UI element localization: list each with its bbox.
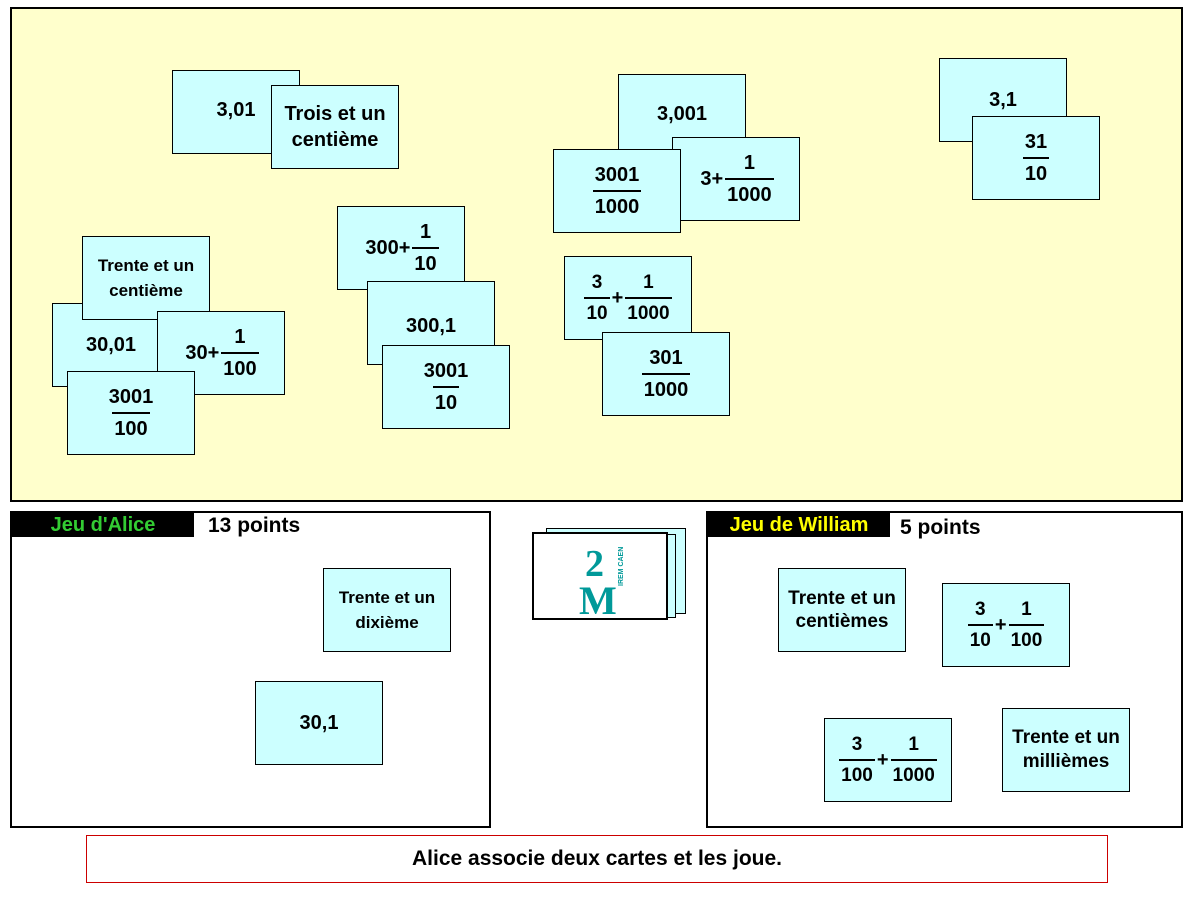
denominator: 10 — [1022, 156, 1050, 186]
card-label: 3,01 — [216, 99, 256, 121]
card-whole: 300+ — [365, 236, 411, 259]
numerator: 301 — [649, 346, 683, 369]
card-label: Trois et un centième — [284, 103, 386, 151]
numerator: 1 — [643, 271, 654, 293]
card-trente-et-un-centiemes[interactable]: Trente et un centièmes — [778, 568, 906, 652]
svg-text:M: M — [579, 578, 617, 616]
numerator: 3 — [591, 271, 603, 293]
william-score: 5 points — [900, 516, 981, 539]
numerator: 1 — [234, 325, 246, 348]
draw-pile[interactable]: 2 M IREM CAEN — [530, 528, 690, 628]
card-label: 3,001 — [656, 103, 708, 125]
card-label: 30,01 — [86, 333, 137, 356]
denominator: 1000 — [890, 758, 937, 787]
card-label: 3,1 — [989, 89, 1017, 111]
alice-name-tag: Jeu d'Alice — [12, 513, 194, 537]
card-trente-et-un-milliemes[interactable]: Trente et un millièmes — [1002, 708, 1130, 792]
denominator: 100 — [221, 351, 259, 381]
numerator: 3001 — [108, 385, 154, 408]
denominator: 1000 — [641, 372, 691, 402]
card-label: Trente et un millièmes — [1012, 727, 1120, 772]
irem-logo-icon: 2 M IREM CAEN — [579, 543, 625, 616]
denominator: 1000 — [625, 296, 672, 325]
numerator: 3 — [975, 598, 986, 620]
card-trois-et-un-centieme[interactable]: Trois et un centième — [271, 85, 399, 169]
card-label: 30,1 — [299, 712, 339, 734]
numerator: 3001 — [423, 359, 469, 382]
denominator: 100 — [112, 411, 150, 441]
numerator: 1 — [1021, 598, 1032, 620]
card-whole: 30+ — [185, 341, 220, 364]
card-30-1[interactable]: 30,1 — [255, 681, 383, 765]
denominator: 10 — [584, 296, 610, 325]
denominator: 10 — [432, 385, 460, 415]
william-hand-panel: Jeu de William 5 points Trente et un cen… — [706, 511, 1183, 828]
denominator: 1000 — [725, 177, 774, 207]
denominator: 10 — [967, 623, 993, 652]
numerator: 1 — [908, 733, 919, 755]
card-label: Trente et un dixième — [338, 588, 436, 632]
svg-text:2: 2 — [585, 543, 604, 585]
denominator: 100 — [1008, 623, 1045, 652]
card-label: 300,1 — [405, 315, 457, 337]
card-300-plus-1-10[interactable]: 300+ 1 10 — [337, 206, 465, 290]
william-name-tag: Jeu de William — [708, 513, 890, 537]
card-301-1000[interactable]: 301 1000 — [602, 332, 730, 416]
card-trente-et-un-centieme[interactable]: Trente et un centième — [82, 236, 210, 320]
deck-card-front: 2 M IREM CAEN — [532, 532, 668, 620]
card-3001-100[interactable]: 3001 100 — [67, 371, 195, 455]
card-trente-et-un-dixieme[interactable]: Trente et un dixième — [323, 568, 451, 652]
numerator: 1 — [743, 151, 755, 174]
card-3001-10[interactable]: 3001 10 — [382, 345, 510, 429]
game-board: 3,01 Trois et un centième 3,001 3+ 1 1000… — [10, 7, 1183, 502]
denominator: 100 — [839, 758, 875, 787]
numerator: 3 — [851, 733, 863, 755]
alice-score: 13 points — [208, 514, 301, 537]
status-message: Alice associe deux cartes et les joue. — [86, 835, 1108, 883]
card-whole: 3+ — [700, 167, 724, 190]
card-label: Trente et un centièmes — [788, 588, 896, 632]
svg-text:IREM CAEN: IREM CAEN — [618, 547, 625, 586]
numerator: 3001 — [594, 163, 640, 186]
denominator: 1000 — [592, 189, 642, 219]
denominator: 10 — [412, 246, 439, 276]
numerator: 1 — [419, 220, 432, 243]
card-3-plus-1-1000[interactable]: 3+ 1 1000 — [672, 137, 800, 221]
numerator: 31 — [1024, 130, 1048, 153]
card-3001-1000[interactable]: 3001 1000 — [553, 149, 681, 233]
alice-hand-panel: Jeu d'Alice 13 points Trente et un dixiè… — [10, 511, 491, 828]
card-label: Trente et un centième — [97, 256, 195, 300]
status-text: Alice associe deux cartes et les joue. — [411, 847, 783, 870]
